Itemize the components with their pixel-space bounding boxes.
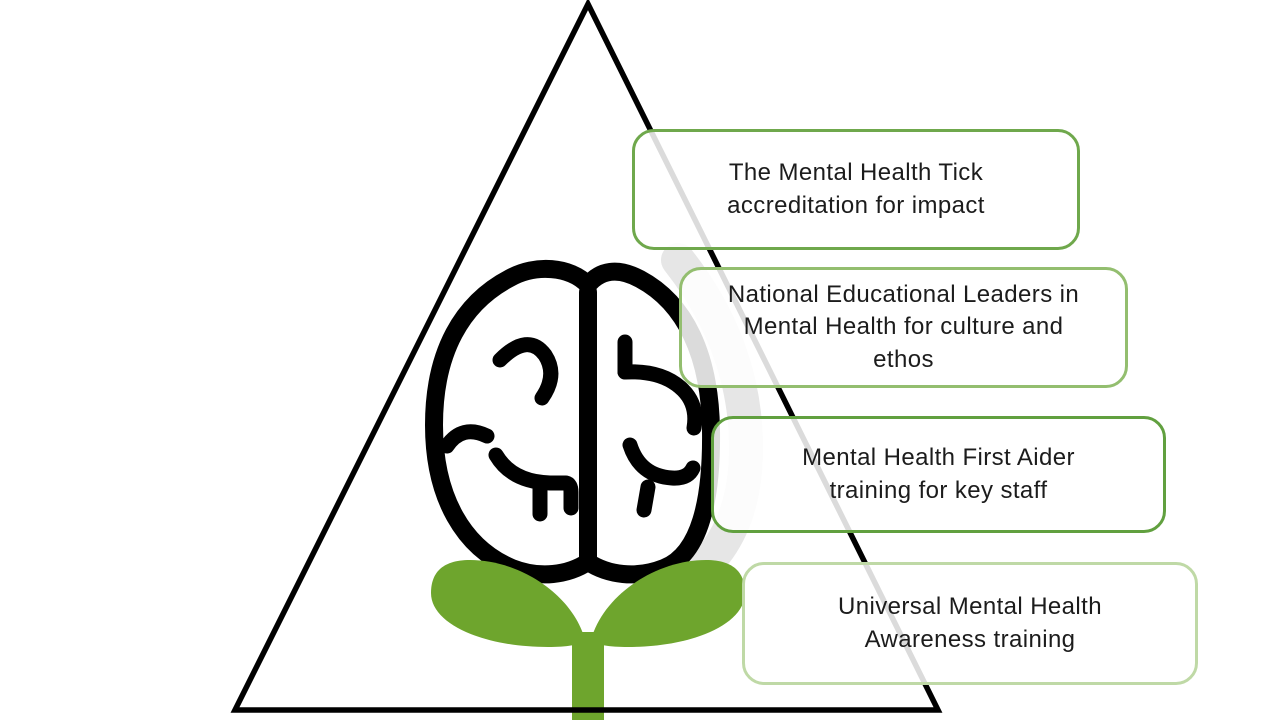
pyramid-level-box-1: The Mental Health Tick accreditation for… — [632, 129, 1080, 250]
pyramid-level-label-3: Mental Health First Aider training for k… — [802, 444, 1075, 504]
pyramid-level-label-2: National Educational Leaders in Mental H… — [727, 281, 1080, 373]
pyramid-level-box-4: Universal Mental Health Awareness traini… — [742, 562, 1198, 685]
pyramid-level-label-4: Universal Mental Health Awareness traini… — [838, 593, 1102, 653]
pyramid-level-box-3: Mental Health First Aider training for k… — [711, 416, 1166, 533]
brain-icon — [425, 259, 721, 584]
pyramid-level-box-2: National Educational Leaders in Mental H… — [679, 267, 1128, 388]
pyramid-level-label-1: The Mental Health Tick accreditation for… — [727, 159, 985, 219]
sprout-plant-icon — [431, 560, 745, 720]
